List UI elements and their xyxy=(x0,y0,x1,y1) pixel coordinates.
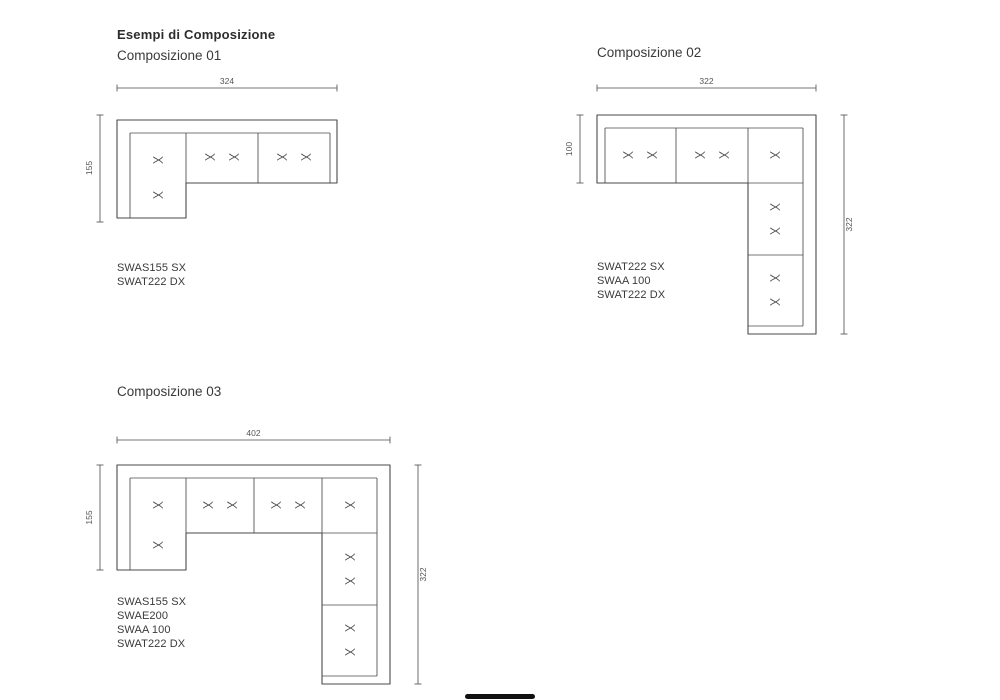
part-code: SWAS155 SX xyxy=(117,262,187,274)
dim-line-left xyxy=(576,114,584,184)
stitch-marks xyxy=(153,153,311,199)
part-code: SWAA 100 xyxy=(117,624,171,636)
composition-02-parts: SWAT222 SX SWAA 100 SWAT222 DX xyxy=(597,260,665,302)
dim-line-left xyxy=(96,464,104,571)
sofa-outline xyxy=(596,114,817,335)
dim-value-top: 324 xyxy=(220,76,234,86)
dim-value-right: 322 xyxy=(844,217,854,231)
composition-01-parts: SWAS155 SX SWAT222 DX xyxy=(117,261,186,289)
part-code: SWAS155 SX xyxy=(117,596,187,608)
sofa-outline xyxy=(116,119,338,219)
composition-03-heading: Composizione 03 xyxy=(117,384,222,399)
composition-01-heading: Composizione 01 xyxy=(117,48,222,63)
dim-line-top xyxy=(596,84,817,92)
part-code: SWAA 100 xyxy=(597,275,651,287)
dim-line-right xyxy=(414,464,422,685)
sofa-inner-lines xyxy=(604,127,804,327)
dim-value-left: 155 xyxy=(84,510,94,524)
dim-value-right: 322 xyxy=(418,567,428,581)
dim-value-top: 322 xyxy=(699,76,713,86)
dim-value-left: 100 xyxy=(564,142,574,156)
sofa-outline xyxy=(116,464,391,685)
dim-value-left: 155 xyxy=(84,161,94,175)
part-code: SWAT222 DX xyxy=(117,638,186,650)
composition-02-drawing: 322 100 322 xyxy=(564,76,854,335)
dim-line-left xyxy=(96,114,104,223)
bottom-bar xyxy=(465,694,535,699)
dim-line-top xyxy=(116,84,338,92)
sofa-inner-lines xyxy=(129,132,331,218)
composition-02-heading: Composizione 02 xyxy=(597,45,702,60)
part-code: SWAT222 DX xyxy=(597,289,666,301)
part-code: SWAT222 SX xyxy=(597,261,665,273)
composition-03-parts: SWAS155 SX SWAE200 SWAA 100 SWAT222 DX xyxy=(117,595,186,651)
dim-line-right xyxy=(840,114,848,335)
dim-value-top: 402 xyxy=(246,428,260,438)
sofa-inner-lines xyxy=(129,477,378,677)
page-title: Esempi di Composizione xyxy=(117,27,276,42)
part-code: SWAE200 xyxy=(117,610,169,622)
composition-03-drawing: 402 155 322 xyxy=(84,428,428,685)
composition-01-drawing: 324 155 xyxy=(84,76,338,223)
part-code: SWAT222 DX xyxy=(117,276,186,288)
dim-line-top xyxy=(116,436,391,444)
